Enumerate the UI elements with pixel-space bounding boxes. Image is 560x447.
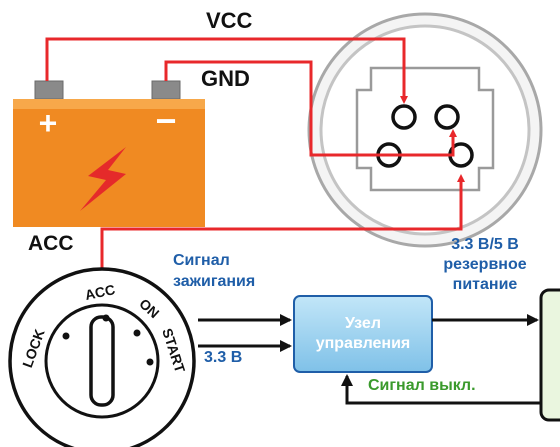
acc-label: ACC <box>28 232 74 255</box>
control-unit-line2: управления <box>315 335 411 352</box>
battery-terminal-minus <box>151 80 181 100</box>
vcc-wire <box>45 37 408 104</box>
ignition-signal-label-1: Сигнал <box>173 252 230 269</box>
signal-arrows <box>198 314 541 405</box>
vcc-label: VCC <box>206 8 253 33</box>
battery-plus: + <box>38 105 58 141</box>
backup-label-2: резервное <box>443 256 527 273</box>
backup-label-3: питание <box>452 276 518 293</box>
gnd-wire <box>164 60 457 157</box>
pin-top-right <box>434 104 460 130</box>
power-wires <box>45 37 465 290</box>
control-unit-label: Узел управления <box>294 296 432 372</box>
pin-vcc <box>391 104 417 130</box>
backup-label-1: 3.3 В/5 В <box>451 236 519 253</box>
shutdown-signal-arrow <box>341 374 541 405</box>
ignition-switch: LOCK ACC ON START <box>8 267 196 447</box>
connector <box>307 12 543 248</box>
battery-terminal-plus <box>34 80 64 100</box>
supply-voltage-label: 3.3 В <box>204 349 243 366</box>
acc-wire <box>100 174 465 290</box>
shutdown-signal-label: Сигнал выкл. <box>368 377 476 394</box>
battery <box>13 80 205 227</box>
gnd-label: GND <box>201 66 250 91</box>
switch-pos-acc: ACC <box>83 281 116 303</box>
key-slot <box>89 315 115 407</box>
battery-minus: − <box>155 100 177 141</box>
lightning-icon <box>80 147 126 211</box>
control-unit-line1: Узел <box>345 315 381 332</box>
ignition-signal-label-2: зажигания <box>173 273 256 290</box>
output-box <box>539 288 560 422</box>
control-unit-box <box>293 295 433 373</box>
